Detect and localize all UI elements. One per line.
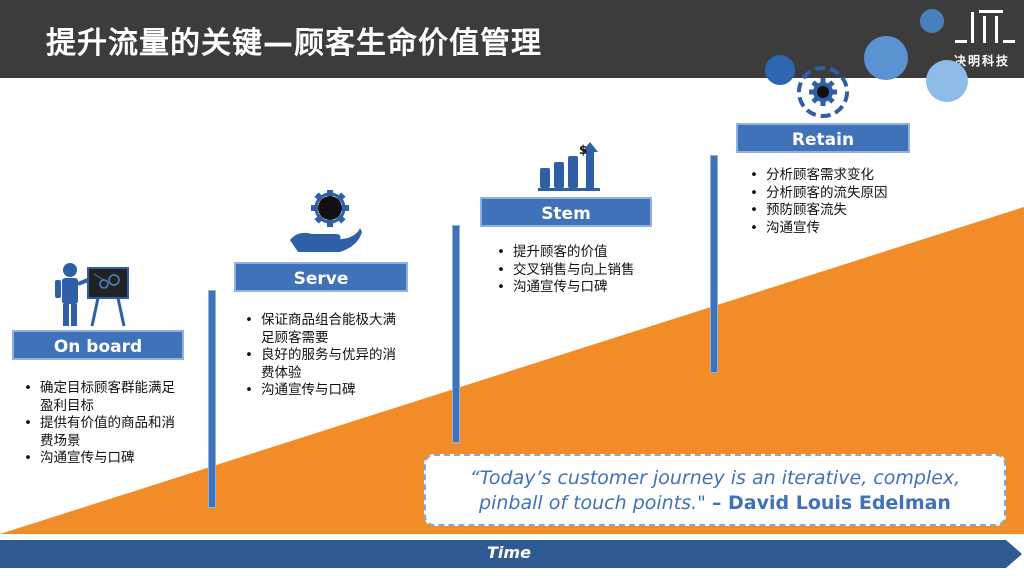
page-title: 提升流量的关键—顾客生命价值管理 [46, 26, 542, 61]
list-item: 沟通宣传与口碑 [495, 279, 655, 297]
stage-label-serve: Serve [234, 262, 408, 292]
logo-text: 决明科技 [954, 54, 1011, 68]
quote-author: – David Louis Edelman [711, 492, 951, 514]
quote-box: “Today’s customer journey is an iterativ… [424, 454, 1006, 526]
stage-bullets-retain: 分析顾客需求变化 分析顾客的流失原因 预防顾客流失 沟通宣传 [748, 167, 908, 237]
retention-gear-icon [797, 66, 849, 118]
list-item: 保证商品组合能极大满足顾客需要 [243, 312, 403, 347]
stage-label-stem: Stem [480, 197, 652, 227]
decor-bubble [920, 9, 944, 33]
logo-icon [955, 10, 1015, 43]
list-item: 提升顾客的价值 [495, 244, 655, 262]
list-item: 良好的服务与优异的消费体验 [243, 347, 403, 382]
stage-bullets-serve: 保证商品组合能极大满足顾客需要 良好的服务与优异的消费体验 沟通宣传与口碑 [243, 312, 403, 400]
list-item: 预防顾客流失 [748, 202, 908, 220]
list-item: 沟通宣传与口碑 [22, 450, 182, 468]
stage-bar-serve [208, 290, 216, 508]
stage-bullets-stem: 提升顾客的价值 交叉销售与向上销售 沟通宣传与口碑 [495, 244, 655, 297]
stage-label-retain: Retain [736, 123, 910, 153]
time-axis-label: Time [487, 543, 531, 562]
decor-bubble [926, 60, 968, 102]
stage-bar-stem [452, 225, 460, 443]
list-item: 沟通宣传 [748, 220, 908, 238]
list-item: 提供有价值的商品和消费场景 [22, 415, 182, 450]
title-bar [0, 0, 1024, 78]
decor-bubble [765, 55, 795, 85]
stage-bullets-on-board: 确定目标顾客群能满足盈利目标 提供有价值的商品和消费场景 沟通宣传与口碑 [22, 380, 182, 468]
list-item: 分析顾客的流失原因 [748, 185, 908, 203]
stage-bar-retain [710, 155, 718, 373]
stage-label-on-board: On board [12, 330, 184, 360]
quote-line-2: pinball of touch points." – David Louis … [426, 491, 1004, 516]
svg-text:$: $ [579, 143, 587, 157]
list-item: 沟通宣传与口碑 [243, 382, 403, 400]
time-axis-arrow [0, 540, 1022, 568]
quote-line-1: “Today’s customer journey is an iterativ… [469, 467, 961, 489]
list-item: 分析顾客需求变化 [748, 167, 908, 185]
presenter-icon [55, 263, 129, 327]
list-item: 确定目标顾客群能满足盈利目标 [22, 380, 182, 415]
growth-chart-icon: $ [538, 142, 600, 191]
list-item: 交叉销售与向上销售 [495, 262, 655, 280]
quote-text: pinball of touch points." [479, 492, 706, 514]
hand-gear-icon [290, 190, 362, 252]
decor-bubble [864, 36, 908, 80]
